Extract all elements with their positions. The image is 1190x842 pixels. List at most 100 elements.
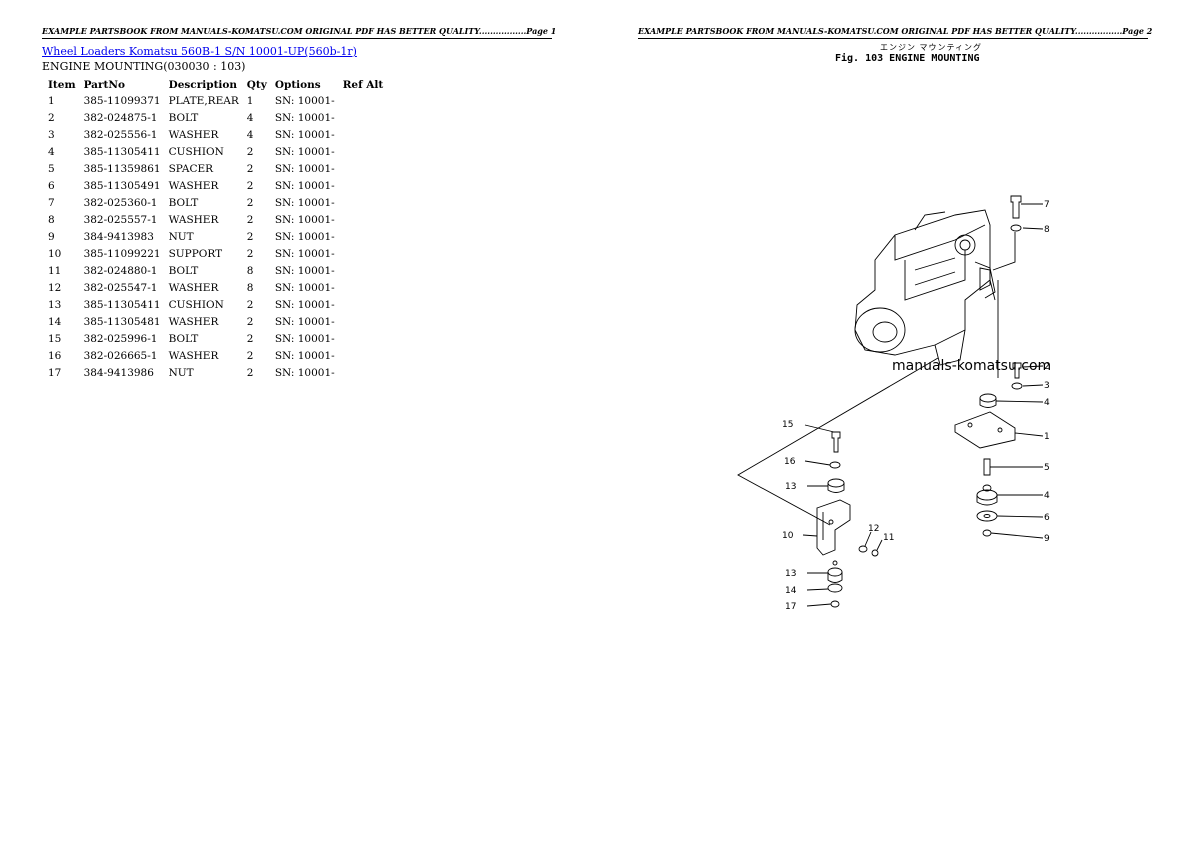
cell-item: 10 [48,247,62,260]
cell-item: 11 [48,264,62,277]
cell-ref-alt [339,262,388,279]
cell-ref-alt [339,228,388,245]
page-1: EXAMPLE PARTSBOOK FROM MANUALS-KOMATSU.C… [42,26,556,379]
cell-qty: 2 [246,298,254,311]
cell-partno: 382-025547-1 [83,281,158,294]
cell-description: BOLT [168,111,199,124]
cell-qty: 4 [246,128,254,141]
callout-11: 11 [883,533,894,543]
column-header: PartNo [83,78,125,91]
cell-description: CUSHION [168,145,224,158]
table-row: 1 385-11099371 PLATE,REAR 1 SN: 10001- [42,92,387,109]
cell-qty: 1 [246,94,254,107]
cell-options: SN: 10001- [274,332,335,345]
table-row: 13 385-11305411 CUSHION 2 SN: 10001- [42,296,387,313]
callout-3: 3 [1044,381,1050,391]
cell-qty: 2 [246,247,254,260]
cell-options: SN: 10001- [274,145,335,158]
cell-description: SPACER [168,162,214,175]
cell-description: SUPPORT [168,247,223,260]
cell-partno: 382-025556-1 [83,128,158,141]
callout-5: 5 [1044,463,1050,473]
cell-options: SN: 10001- [274,366,335,379]
cell-description: WASHER [168,179,219,192]
cell-ref-alt [339,126,388,143]
cell-qty: 2 [246,366,254,379]
cell-options: SN: 10001- [274,128,335,141]
cell-partno: 385-11099371 [83,94,161,107]
cell-options: SN: 10001- [274,94,335,107]
cell-partno: 382-025996-1 [83,332,158,345]
cell-ref-alt [339,160,388,177]
cell-options: SN: 10001- [274,196,335,209]
cell-description: PLATE,REAR [168,94,239,107]
cell-qty: 2 [246,315,254,328]
cell-description: WASHER [168,315,219,328]
watermark-text: manuals-komatsu.com [892,358,1052,374]
page-header: EXAMPLE PARTSBOOK FROM MANUALS-KOMATSU.C… [638,26,1152,39]
cell-ref-alt [339,177,388,194]
cell-item: 9 [48,230,55,243]
callout-16: 16 [784,457,796,467]
cell-description: BOLT [168,196,199,209]
cell-options: SN: 10001- [274,315,335,328]
cell-partno: 382-025557-1 [83,213,158,226]
cell-description: WASHER [168,281,219,294]
cell-item: 3 [48,128,55,141]
callout-6: 6 [1044,513,1050,523]
cell-ref-alt [339,143,388,160]
cell-qty: 2 [246,332,254,345]
cell-options: SN: 10001- [274,213,335,226]
cell-description: BOLT [168,264,199,277]
cell-options: SN: 10001- [274,298,335,311]
cell-ref-alt [339,313,388,330]
callout-12: 12 [868,524,879,534]
cell-partno: 385-11305411 [83,145,161,158]
cell-partno: 382-025360-1 [83,196,158,209]
callout-4b: 4 [1044,491,1050,501]
cell-partno: 385-11305411 [83,298,161,311]
page-2: EXAMPLE PARTSBOOK FROM MANUALS-KOMATSU.C… [595,0,1190,842]
cell-options: SN: 10001- [274,281,335,294]
cell-qty: 8 [246,264,254,277]
cell-partno: 382-024875-1 [83,111,158,124]
cell-item: 2 [48,111,55,124]
cell-item: 13 [48,298,62,311]
cell-description: CUSHION [168,298,224,311]
cell-description: WASHER [168,349,219,362]
callout-9: 9 [1044,534,1050,544]
cell-ref-alt [339,296,388,313]
cell-item: 16 [48,349,62,362]
cell-item: 12 [48,281,62,294]
cell-partno: 382-026665-1 [83,349,158,362]
callout-2: 2 [1044,362,1050,372]
cell-ref-alt [339,330,388,347]
engine-mounting-diagram: 7 8 2 3 4 1 5 4 6 9 15 16 13 12 11 10 13… [737,195,1050,612]
cell-qty: 2 [246,213,254,226]
callout-15: 15 [782,420,793,430]
model-title-link[interactable]: Wheel Loaders Komatsu 560B-1 S/N 10001-U… [42,45,357,58]
cell-description: BOLT [168,332,199,345]
cell-partno: 385-11305491 [83,179,161,192]
cell-qty: 2 [246,230,254,243]
cell-partno: 385-11099221 [83,247,161,260]
callout-1: 1 [1044,432,1050,442]
cell-partno: 384-9413983 [83,230,154,243]
cell-item: 7 [48,196,55,209]
cell-item: 1 [48,94,55,107]
callout-7: 7 [1044,200,1050,210]
callout-13: 13 [785,482,796,492]
cell-ref-alt [339,245,388,262]
cell-options: SN: 10001- [274,230,335,243]
engine-drawing [737,195,1044,608]
callout-17: 17 [785,602,796,612]
table-row: 3 382-025556-1 WASHER 4 SN: 10001- [42,126,387,143]
column-header: Item [48,78,76,91]
cell-partno: 385-11359861 [83,162,161,175]
cell-description: WASHER [168,128,219,141]
cell-options: SN: 10001- [274,264,335,277]
